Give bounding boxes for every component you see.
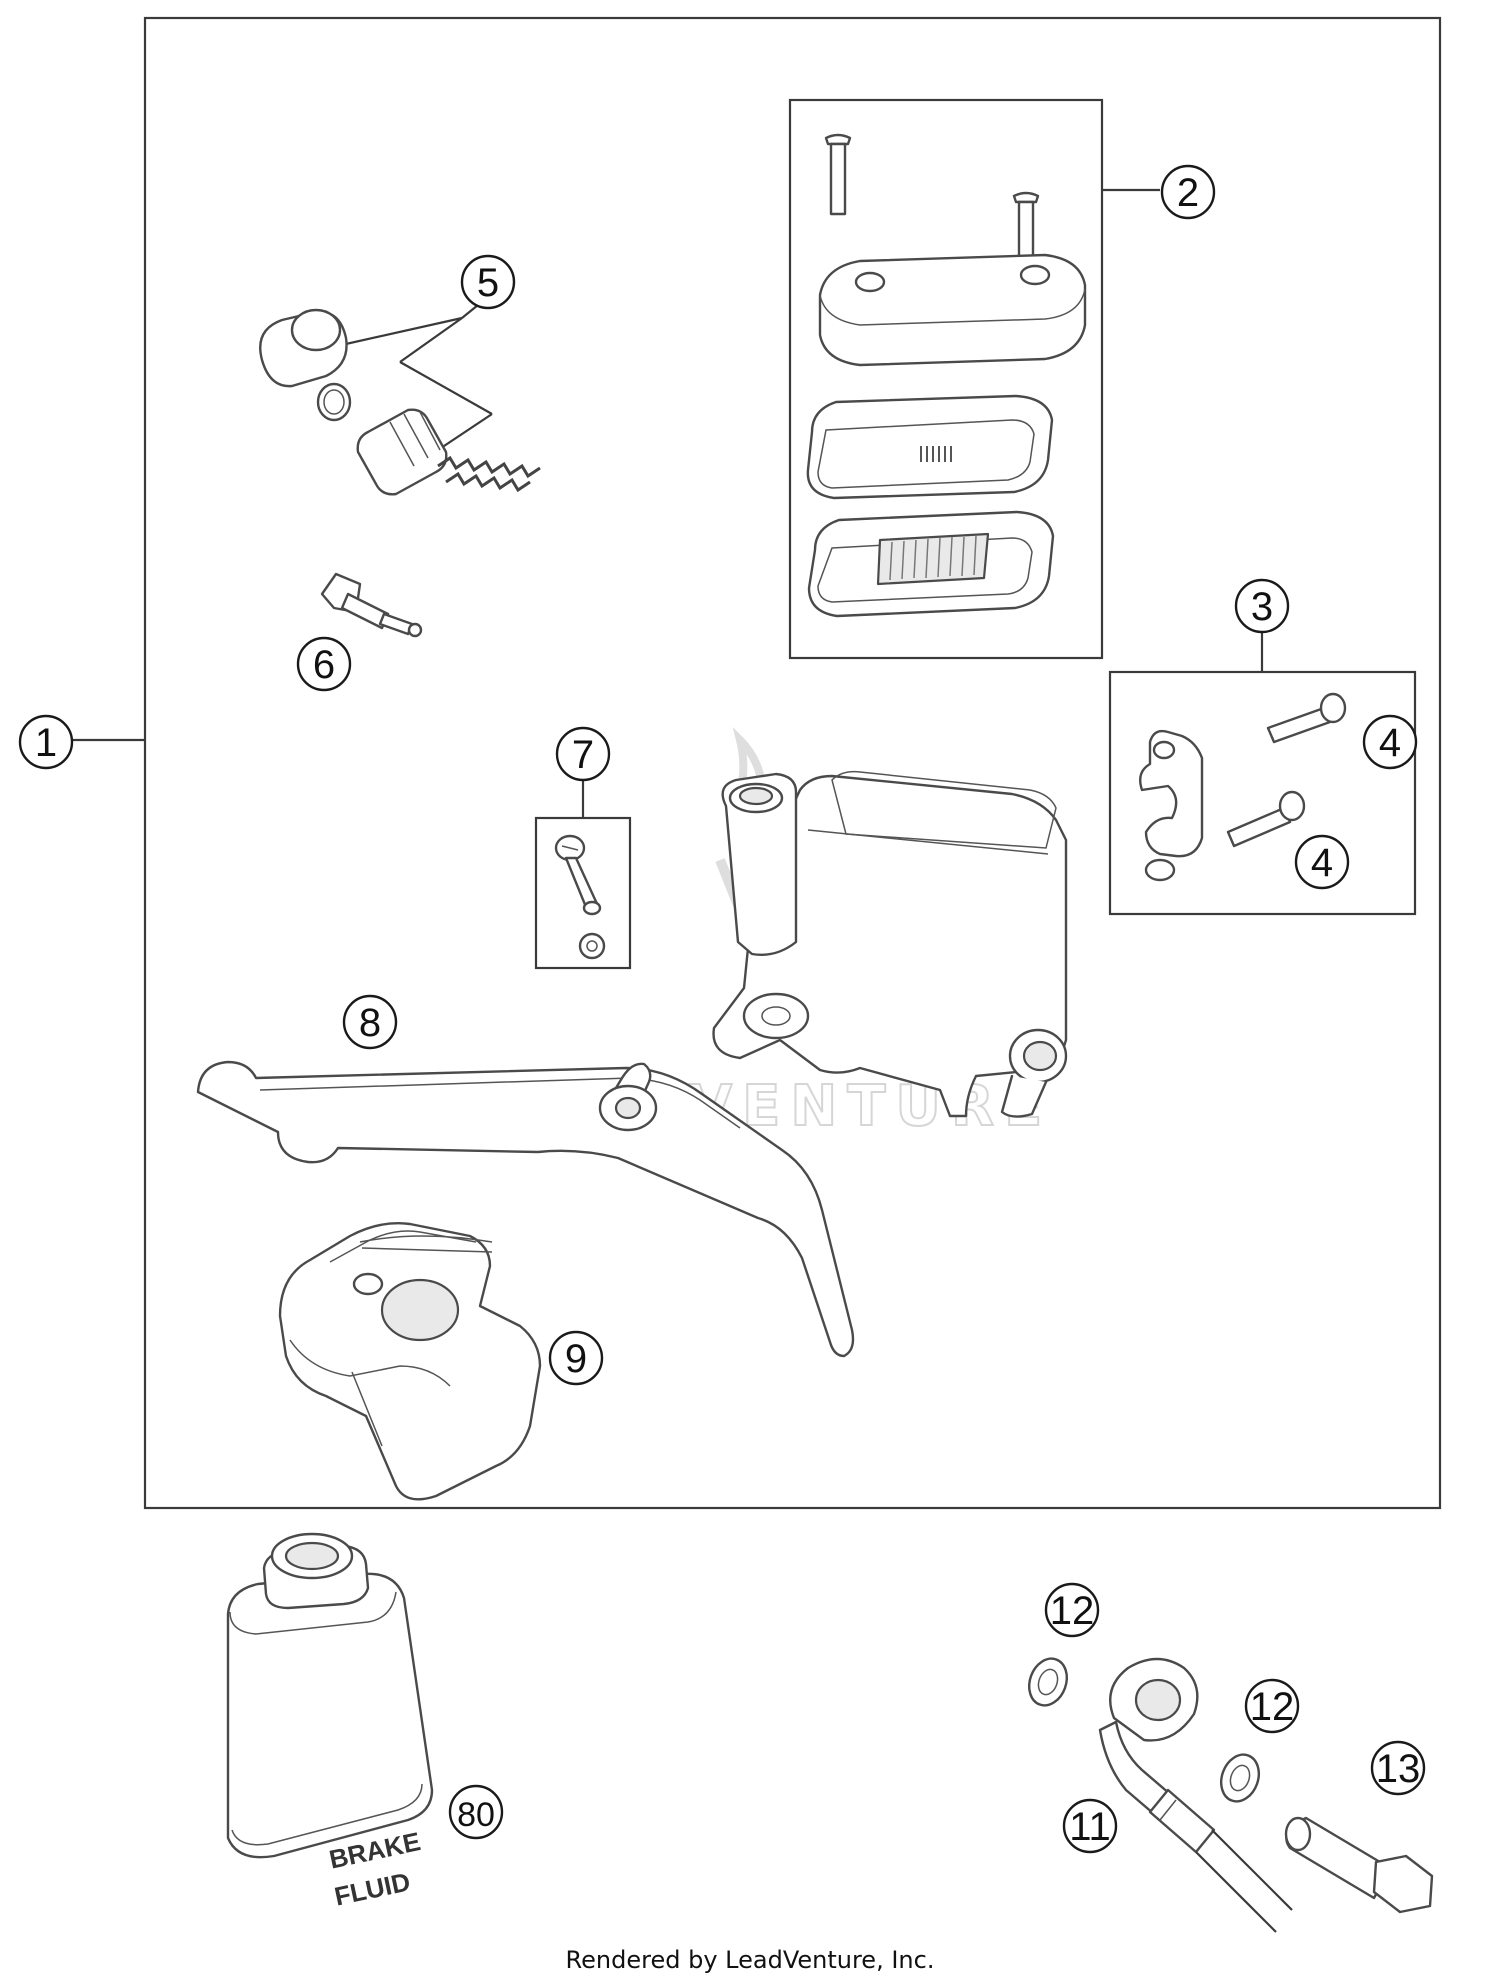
vent-slots xyxy=(920,446,952,462)
callout-7-label: 7 xyxy=(572,733,594,777)
reservoir-cap xyxy=(818,253,1087,367)
callout-12-upper-label: 12 xyxy=(1050,1589,1095,1633)
callout-4-lower-label: 4 xyxy=(1311,841,1333,885)
callout-12-lower[interactable]: 12 xyxy=(1244,1678,1300,1734)
callout-11[interactable]: 11 xyxy=(1062,1798,1118,1854)
callout-80[interactable]: 80 xyxy=(448,1784,504,1840)
callout-9[interactable]: 9 xyxy=(548,1330,604,1386)
assembly-frame-1 xyxy=(143,16,1442,1510)
callout-4-upper-label: 4 xyxy=(1379,721,1401,765)
callout-11-label: 11 xyxy=(1069,1805,1111,1849)
cap-screw-left xyxy=(824,133,852,216)
diaphragm-plate xyxy=(806,394,1054,500)
brake-lever xyxy=(196,1060,855,1358)
clamp-bolt-upper xyxy=(1266,692,1347,744)
leader-5-a xyxy=(327,316,463,350)
piston-spring xyxy=(437,455,541,493)
leader-5-e xyxy=(461,304,479,319)
circlip xyxy=(316,382,352,422)
bleeder-screw xyxy=(320,572,423,638)
callout-12-lower-label: 12 xyxy=(1250,1685,1295,1729)
callout-5[interactable]: 5 xyxy=(460,254,516,310)
handlebar-clamp xyxy=(1139,729,1204,882)
callout-8[interactable]: 8 xyxy=(342,994,398,1050)
banjo-bolt xyxy=(1284,1816,1434,1914)
callout-13[interactable]: 13 xyxy=(1370,1740,1426,1796)
leader-5-b xyxy=(399,317,463,363)
clamp-bolt-lower xyxy=(1226,790,1306,848)
hose-banjo-fitting xyxy=(1098,1657,1293,1933)
lever-protector xyxy=(278,1222,542,1501)
callout-1-label: 1 xyxy=(35,721,57,765)
rubber-diaphragm xyxy=(807,510,1055,618)
callout-5-label: 5 xyxy=(477,261,499,305)
callout-3[interactable]: 3 xyxy=(1234,578,1290,634)
callout-8-label: 8 xyxy=(359,1001,381,1045)
callout-4-upper[interactable]: 4 xyxy=(1362,714,1418,770)
callout-2-label: 2 xyxy=(1177,171,1199,215)
sealing-washer-lower xyxy=(1219,1753,1261,1803)
callout-6[interactable]: 6 xyxy=(296,636,352,692)
callout-7[interactable]: 7 xyxy=(555,726,611,782)
leader-5-c xyxy=(399,361,493,415)
footer-credit: Rendered by LeadVenture, Inc. xyxy=(566,1946,935,1974)
callout-12-upper[interactable]: 12 xyxy=(1044,1582,1100,1638)
brake-fluid-bottle: BRAKE FLUID xyxy=(226,1532,434,1912)
callout-3-label: 3 xyxy=(1251,585,1273,629)
callout-1[interactable]: 1 xyxy=(18,714,74,770)
cap-kit-frame-2 xyxy=(788,98,1104,660)
bottle-label-line2: FLUID xyxy=(332,1866,413,1911)
piston xyxy=(356,408,448,496)
callout-80-label: 80 xyxy=(457,1796,495,1834)
pivot-nut xyxy=(578,932,606,960)
sealing-washer-upper xyxy=(1027,1657,1069,1707)
callout-13-label: 13 xyxy=(1376,1747,1421,1791)
callout-9-label: 9 xyxy=(565,1337,587,1381)
callout-4-lower[interactable]: 4 xyxy=(1294,834,1350,890)
pivot-bolt xyxy=(554,834,602,916)
callout-2[interactable]: 2 xyxy=(1160,164,1216,220)
callout-6-label: 6 xyxy=(313,643,335,687)
master-cylinder-body xyxy=(712,770,1068,1118)
piston-cup xyxy=(259,308,348,388)
